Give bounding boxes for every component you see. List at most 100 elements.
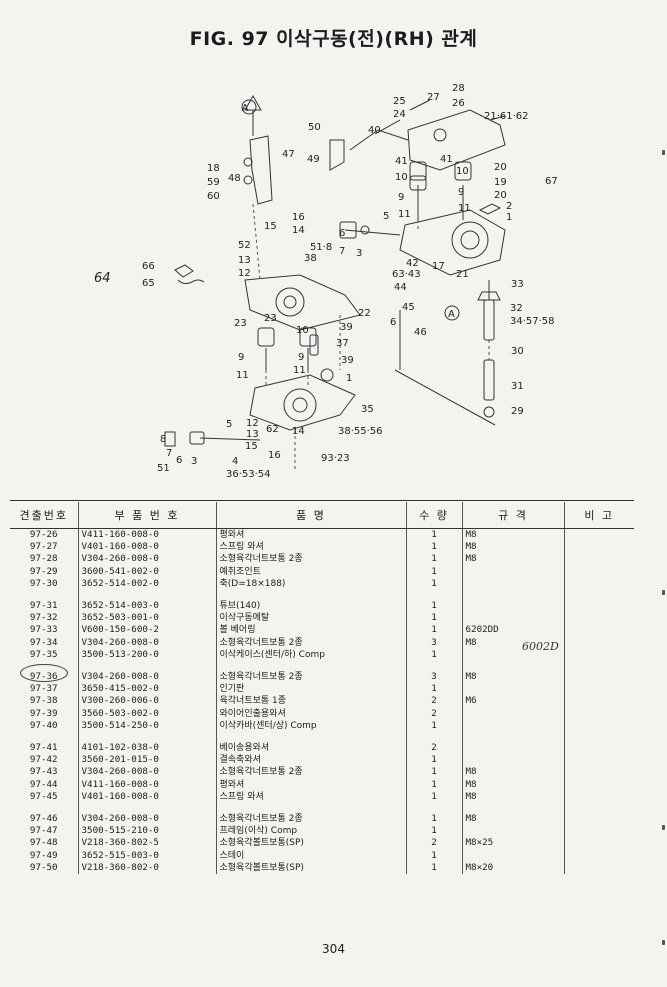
quantity-cell: 3 <box>406 636 463 649</box>
spec-cell <box>462 683 565 696</box>
quantity-cell: 1 <box>406 553 463 566</box>
figure-title: FIG. 97 이삭구동(전)(RH) 관계 <box>189 28 478 50</box>
remarks-cell <box>564 720 634 732</box>
part-name-cell: 베이송용와셔 <box>216 742 407 755</box>
spacer-cell <box>564 732 634 742</box>
callout-label: 41 <box>440 154 453 165</box>
col-header-index: 견출번호 <box>10 502 79 529</box>
callout-label: 50 <box>308 122 321 133</box>
spec-cell <box>462 754 565 767</box>
diagram-svg: 25 24 27 28 26 21·61·62 50 40 47 49 18 5… <box>94 83 558 480</box>
part-number-cell: V304-260-008-0 <box>78 553 217 566</box>
group-spacer-row <box>10 732 634 743</box>
callout-label: 9 <box>458 187 464 198</box>
callout-label: 23 <box>264 313 277 324</box>
callout-label: 37 <box>336 338 349 349</box>
spec-cell: M8 <box>462 636 565 649</box>
callout-label: 5 <box>226 419 232 430</box>
quantity-cell: 1 <box>406 577 463 591</box>
spacer-cell <box>564 590 634 600</box>
part-index-cell: 97-48 <box>10 837 79 850</box>
remarks-cell <box>564 766 634 778</box>
callout-label: 2 <box>506 201 512 212</box>
callout-label: 14 <box>292 225 305 236</box>
handwritten-callout: 64 <box>94 271 111 286</box>
part-number-cell: V411-160-008-0 <box>78 778 217 791</box>
part-number-cell: 3500-515-210-0 <box>78 825 217 838</box>
remarks-cell <box>564 529 634 542</box>
callout-label: 33 <box>511 279 524 290</box>
part-name-cell: 프레임(이삭) Comp <box>216 825 407 838</box>
callout-label: 46 <box>414 327 427 338</box>
part-name-cell: 소형육각너트보통 2종 <box>216 766 407 779</box>
quantity-cell: 1 <box>406 813 463 826</box>
callout-label: 20 <box>494 162 507 173</box>
remarks-cell <box>564 813 634 825</box>
callout-label: 6 <box>339 228 345 239</box>
quantity-cell: 1 <box>406 528 463 542</box>
spec-cell <box>462 577 565 591</box>
callout-label: 49 <box>307 154 320 165</box>
remarks-cell <box>564 825 634 837</box>
part-number-cell: 3500-513-200-0 <box>78 648 217 662</box>
part-index-cell: 97-40 <box>10 719 79 733</box>
callout-label: 10 <box>296 325 309 336</box>
part-name-cell: 와이어인출용와셔 <box>216 707 407 720</box>
spec-cell <box>462 849 565 862</box>
quantity-cell: 1 <box>406 624 463 637</box>
callout-label: 66 <box>142 261 155 272</box>
spacer-cell <box>216 661 407 672</box>
binding-hole <box>662 940 665 945</box>
remarks-cell <box>564 624 634 636</box>
quantity-cell: 1 <box>406 600 463 613</box>
part-name-cell: 이삭케이스(센터/하) Comp <box>216 648 407 662</box>
callout-label: 10 <box>456 166 469 177</box>
page-number: 304 <box>322 942 345 956</box>
callout-label: 35 <box>361 404 374 415</box>
circled-a-marker: A <box>448 309 455 320</box>
spacer-cell <box>462 803 565 814</box>
callout-label: 4 <box>232 456 238 467</box>
part-index-cell: 97-28 <box>10 553 79 566</box>
remarks-cell <box>564 779 634 791</box>
quantity-cell: 1 <box>406 754 463 767</box>
part-number-cell: 3560-201-015-0 <box>78 754 217 767</box>
part-number-cell: 3652-514-003-0 <box>78 600 217 613</box>
callout-label: 36·53·54 <box>226 469 271 480</box>
spacer-cell <box>462 732 565 743</box>
callout-label: 22 <box>358 308 371 319</box>
part-index-cell: 97-35 <box>10 648 79 662</box>
spacer-cell <box>10 590 79 601</box>
spec-cell: M8×20 <box>462 861 565 875</box>
spec-cell <box>462 742 565 755</box>
spec-cell <box>462 600 565 613</box>
group-spacer-row <box>10 590 634 601</box>
quantity-cell: 1 <box>406 861 463 875</box>
remarks-cell <box>564 541 634 553</box>
callout-label: 12 <box>238 268 251 279</box>
spacer-cell <box>462 590 565 601</box>
part-name-cell: 축(D=18×188) <box>216 577 407 591</box>
part-name-cell: 소형육각볼트보통(SP) <box>216 861 407 875</box>
part-index-cell: 97-32 <box>10 612 79 625</box>
callout-label: 9 <box>298 352 304 363</box>
spec-cell: M8 <box>462 790 565 804</box>
part-number-cell: V304-260-008-0 <box>78 813 217 826</box>
spacer-cell <box>216 803 407 814</box>
spacer-cell <box>564 661 634 671</box>
spacer-cell <box>78 661 217 672</box>
spacer-cell <box>216 732 407 743</box>
remarks-cell <box>564 612 634 624</box>
quantity-cell: 1 <box>406 849 463 862</box>
part-name-cell: 소형육각너트보통 2종 <box>216 813 407 826</box>
